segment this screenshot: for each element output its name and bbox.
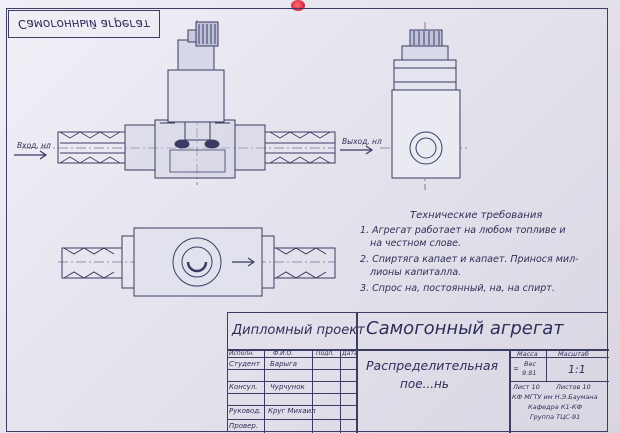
right-hose-barb (234, 124, 336, 171)
push-pin-icon (291, 0, 305, 11)
tech-line-2: на честном слове. (370, 238, 462, 249)
drawing-name: Самогонный агрегат (366, 318, 564, 339)
row-role-consultant: Консул. (229, 383, 258, 391)
mass-weight-word: Вес (524, 360, 537, 368)
col-header-date: Дата (342, 350, 358, 357)
side-view (380, 22, 470, 190)
row-role-checker: Провер. (229, 422, 259, 430)
plan-view (58, 227, 336, 297)
row-role-supervisor: Руковод. (229, 407, 262, 415)
mass-label: Масса (517, 350, 538, 358)
col-header-name: Ф.И.О. (273, 350, 294, 357)
org-line-1: КФ МГТУ им Н.Э.Баумана (512, 393, 598, 401)
mass-value: 9.81 (522, 369, 537, 377)
org-line-3: Группа ТЦС-91 (530, 413, 581, 421)
part-name-line2: пое...нь (400, 377, 449, 391)
row-person-student: Барыга (270, 360, 298, 368)
project-label: Дипломный проект (232, 323, 365, 338)
scale-label: Масштаб (558, 350, 589, 358)
row-person-supervisor: Круг Михаил (268, 407, 316, 415)
tech-line-4: лионы капиталла. (370, 267, 462, 278)
outlet-label: Выход, нл (342, 137, 382, 146)
drawing-frame (6, 8, 608, 432)
scale-value: 1:1 (568, 363, 586, 376)
mirrored-title-stamp: Самогонный агрегат (8, 10, 160, 38)
part-name-line1: Распределительная (366, 358, 498, 373)
valve-body-section (154, 21, 236, 179)
org-line-2: Кафедра К1-КФ (528, 403, 583, 411)
left-hose-barb (57, 124, 156, 171)
col-header-sign: Подп. (316, 350, 335, 357)
col-header-role: Исполн. (229, 350, 255, 357)
sheets-label: Листов 10 (556, 383, 591, 391)
mass-equals: = (513, 365, 519, 373)
tech-line-5: 3. Спрос на, постоянный, на, на спирт. (360, 283, 555, 294)
title-block: Дипломный проект Самогонный агрегат Испо… (227, 312, 609, 433)
tech-line-3: 2. Спиртяга капает и капает. Принося мил… (360, 254, 579, 265)
sheet-label: Лист 10 (513, 383, 540, 391)
row-role-student: Студент (229, 360, 260, 368)
tech-line-1: 1. Агрегат работает на любом топливе и (360, 225, 566, 236)
tech-requirements-title: Технические требования (410, 210, 543, 221)
inlet-label: Вход, нл (17, 141, 51, 150)
row-person-consultant: Чурчунок (270, 383, 305, 391)
